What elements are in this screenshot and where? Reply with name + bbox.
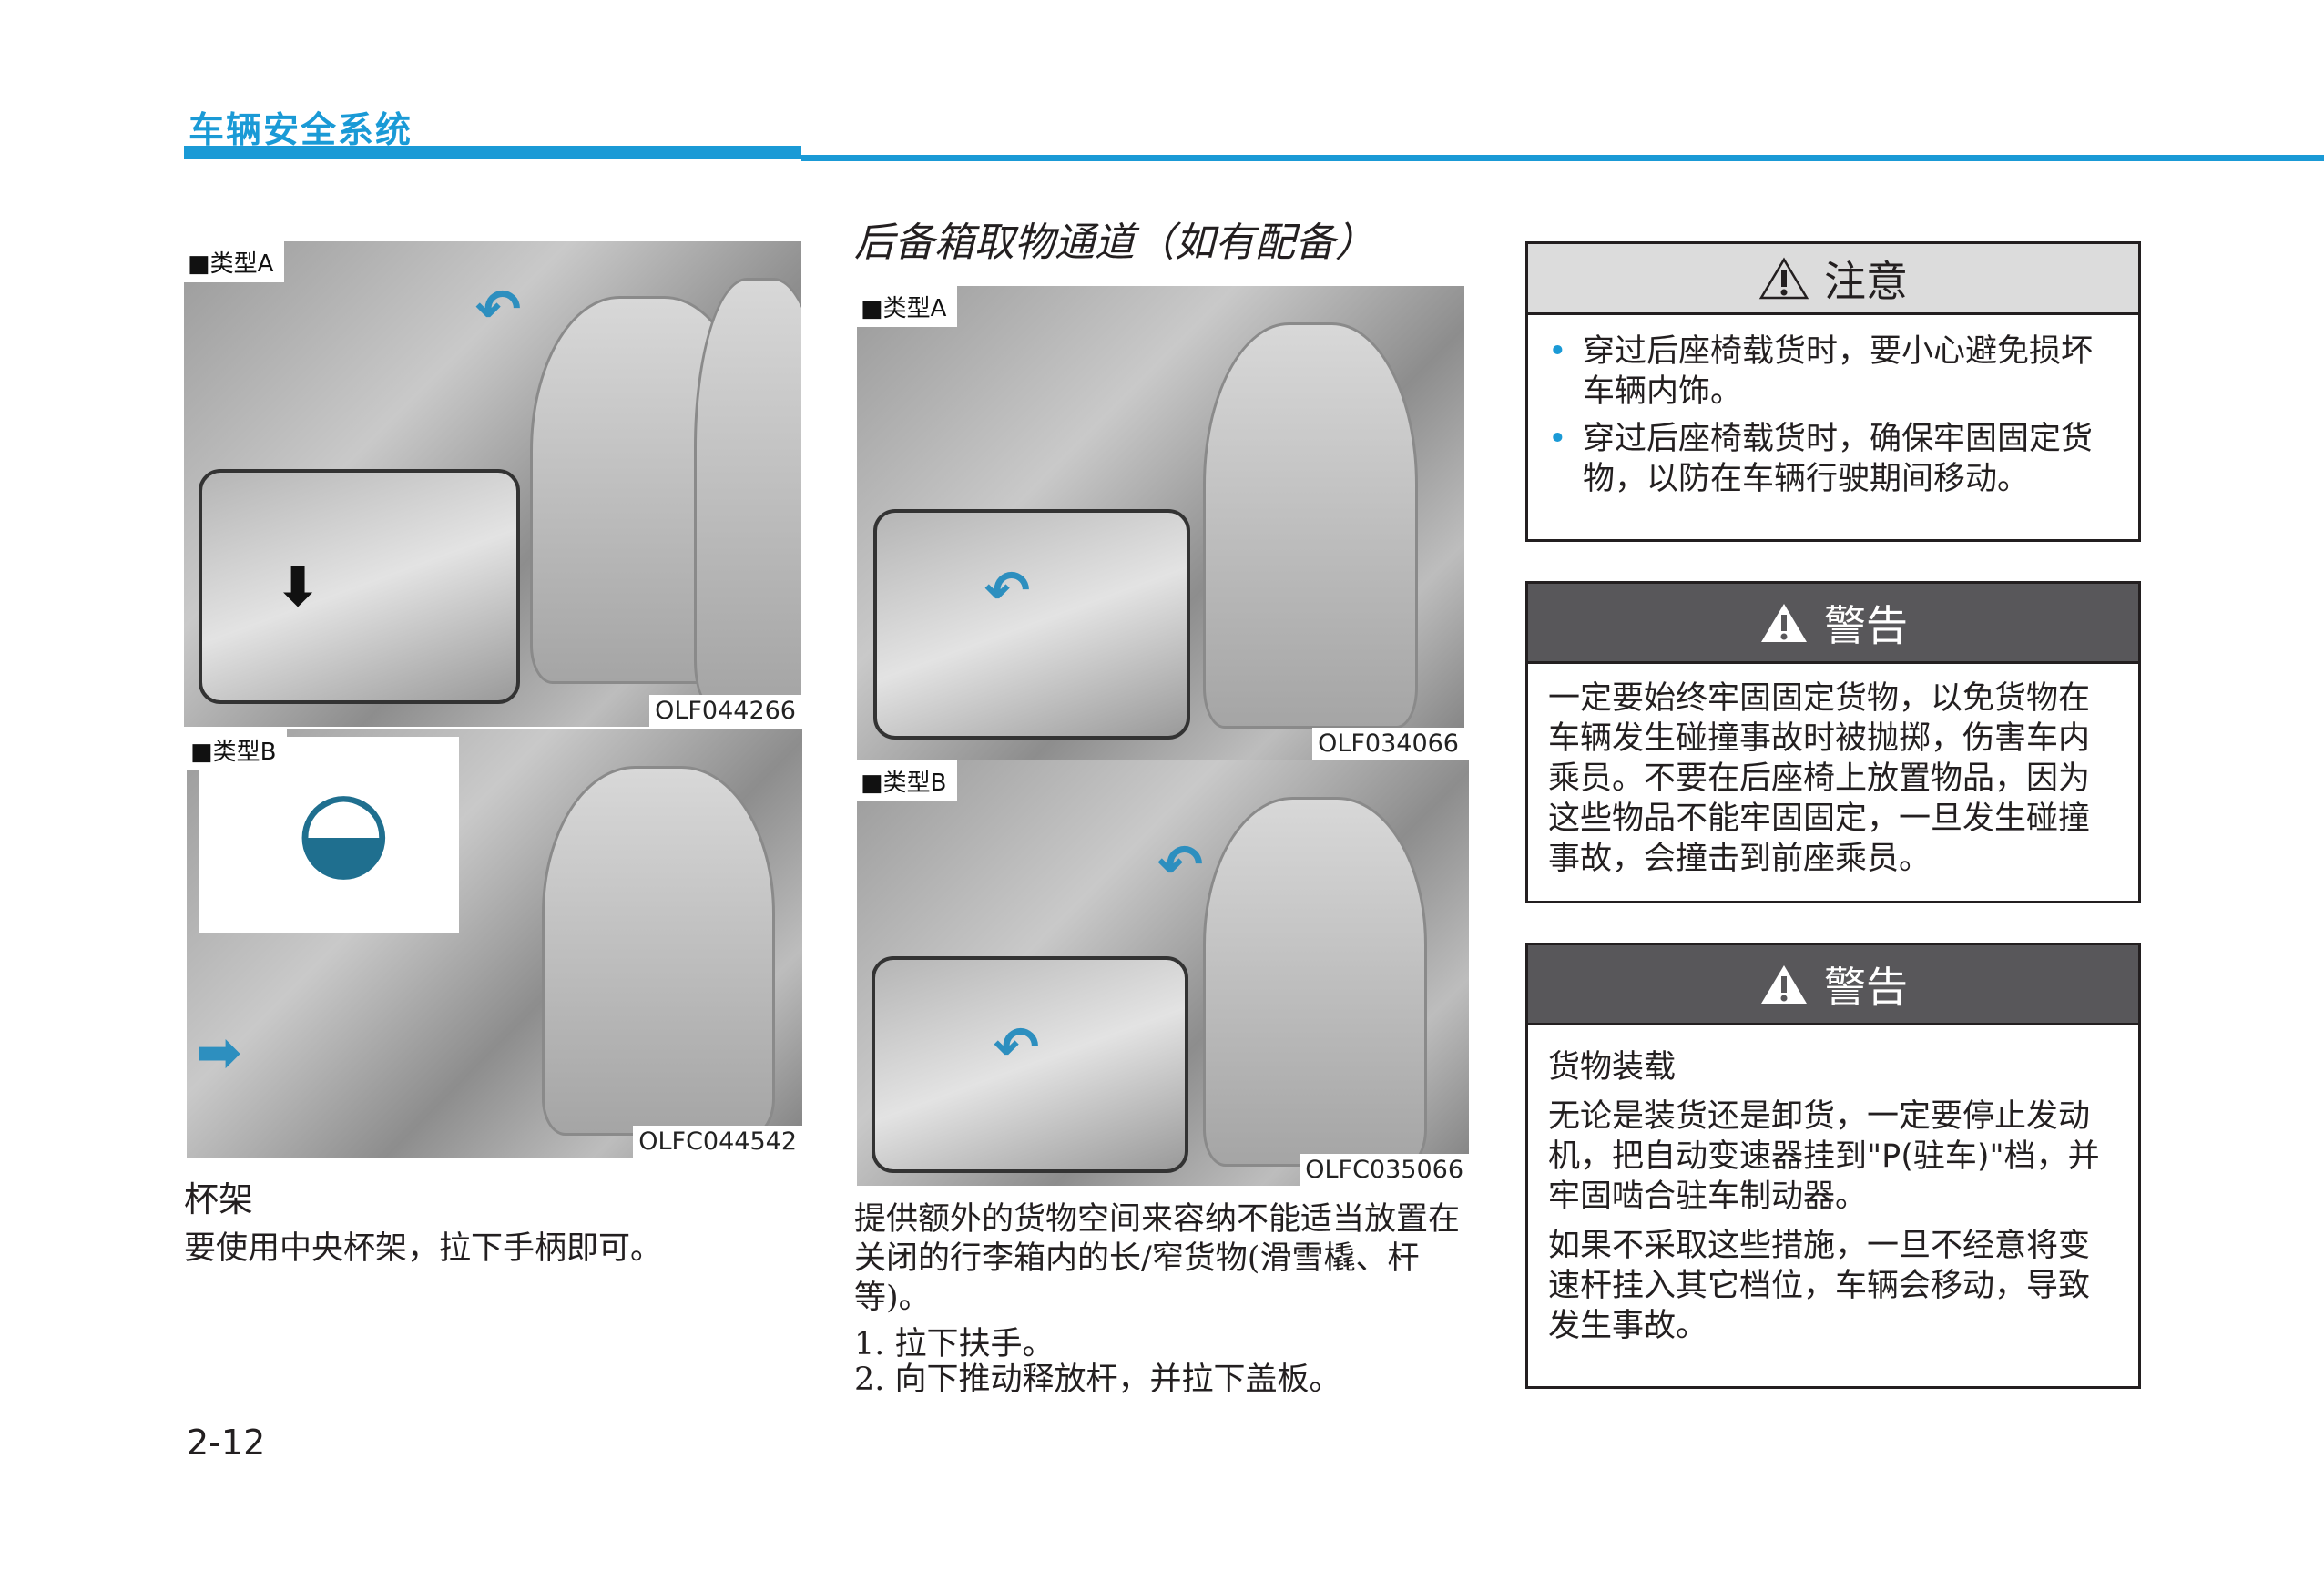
caution-header: 注意 [1528, 244, 2138, 315]
cupholder-text: 要使用中央杯架，拉下手柄即可。 [184, 1230, 663, 1267]
step-2: 2. 向下推动释放杆，并拉下盖板。 [854, 1362, 1341, 1398]
caution-item: •穿过后座椅载货时，要小心避免损坏车辆内饰。 [1548, 333, 2094, 410]
rotate-arrow-icon: ↶ [1157, 833, 1204, 897]
warning-box-securing: 警告 一定要始终牢固固定货物，以免货物在车辆发生碰撞事故时被抛掷，伤害车内乘员。… [1525, 581, 2141, 903]
header-rule [801, 155, 2324, 161]
rotate-arrow-icon: ↶ [984, 559, 1031, 623]
warning-triangle-icon [1761, 603, 1807, 642]
warning-header: 警告 [1528, 584, 2138, 664]
caution-box: 注意 •穿过后座椅载货时，要小心避免损坏车辆内饰。 •穿过后座椅载货时，确保牢固… [1525, 241, 2141, 542]
cupholder-icon: ◒ [296, 766, 392, 893]
image-code: OLF044266 [649, 695, 801, 727]
warning-paragraph: 无论是装货还是卸货，一定要停止发动机，把自动变速器挂到"P(驻车)"档，并牢固啮… [1548, 1098, 2100, 1215]
cupholder-image-type-a: ↶ ⬇ ■类型A OLF044266 [184, 241, 801, 727]
warning-box-loading: 警告 货物装载 无论是装货还是卸货，一定要停止发动机，把自动变速器挂到"P(驻车… [1525, 943, 2141, 1389]
caution-item: •穿过后座椅载货时，确保牢固固定货物，以防在车辆行驶期间移动。 [1548, 421, 2094, 497]
warning-text: 一定要始终牢固固定货物，以免货物在车辆发生碰撞事故时被抛掷，伤害车内乘员。不要在… [1548, 680, 2091, 877]
caution-triangle-icon [1758, 257, 1809, 299]
pass-through-title: 后备箱取物通道（如有配备） [854, 219, 1375, 266]
type-label: ■类型B [857, 760, 958, 801]
pass-through-text: 提供额外的货物空间来容纳不能适当放置在关闭的行李箱内的长/窄货物(滑雪橇、杆等)… [854, 1201, 1461, 1316]
type-label: ■类型A [184, 241, 285, 282]
pass-through-image-type-b: ↶ ↶ ■类型B OLFC035066 [857, 760, 1469, 1186]
image-code: OLF034066 [1312, 728, 1464, 760]
rotate-arrow-icon: ↶ [475, 278, 522, 342]
rotate-arrow-icon: ↶ [994, 1015, 1040, 1079]
type-label: ■类型B [187, 729, 288, 770]
cupholder-heading: 杯架 [184, 1179, 254, 1219]
section-title: 车辆安全系统 [189, 110, 413, 151]
pass-through-image-type-a: ↶ ■类型A OLF034066 [857, 286, 1464, 760]
warning-header: 警告 [1528, 945, 2138, 1025]
image-code: OLFC035066 [1300, 1154, 1469, 1186]
header-bar [184, 146, 801, 159]
pass-through-steps: 1. 拉下扶手。 2. 向下推动释放杆，并拉下盖板。 [854, 1327, 1341, 1398]
down-arrow-icon: ⬇ [275, 556, 321, 619]
image-code: OLFC044542 [633, 1126, 802, 1158]
right-arrow-icon: ➡ [196, 1021, 242, 1085]
warning-triangle-icon [1761, 964, 1807, 1004]
step-1: 1. 拉下扶手。 [854, 1326, 1055, 1362]
warning-title: 警告 [1824, 962, 1908, 1012]
caution-title: 注意 [1824, 256, 1908, 306]
type-label: ■类型A [857, 286, 958, 327]
page-number: 2-12 [187, 1423, 266, 1463]
warning-paragraph: 如果不采取这些措施，一旦不经意将变速杆挂入其它档位，车辆会移动，导致发生事故。 [1548, 1228, 2091, 1344]
warning-subtitle: 货物装载 [1548, 1049, 1677, 1086]
warning-title: 警告 [1824, 600, 1908, 650]
cupholder-image-type-b: ◒ ➡ ■类型B OLFC044542 [187, 729, 802, 1158]
